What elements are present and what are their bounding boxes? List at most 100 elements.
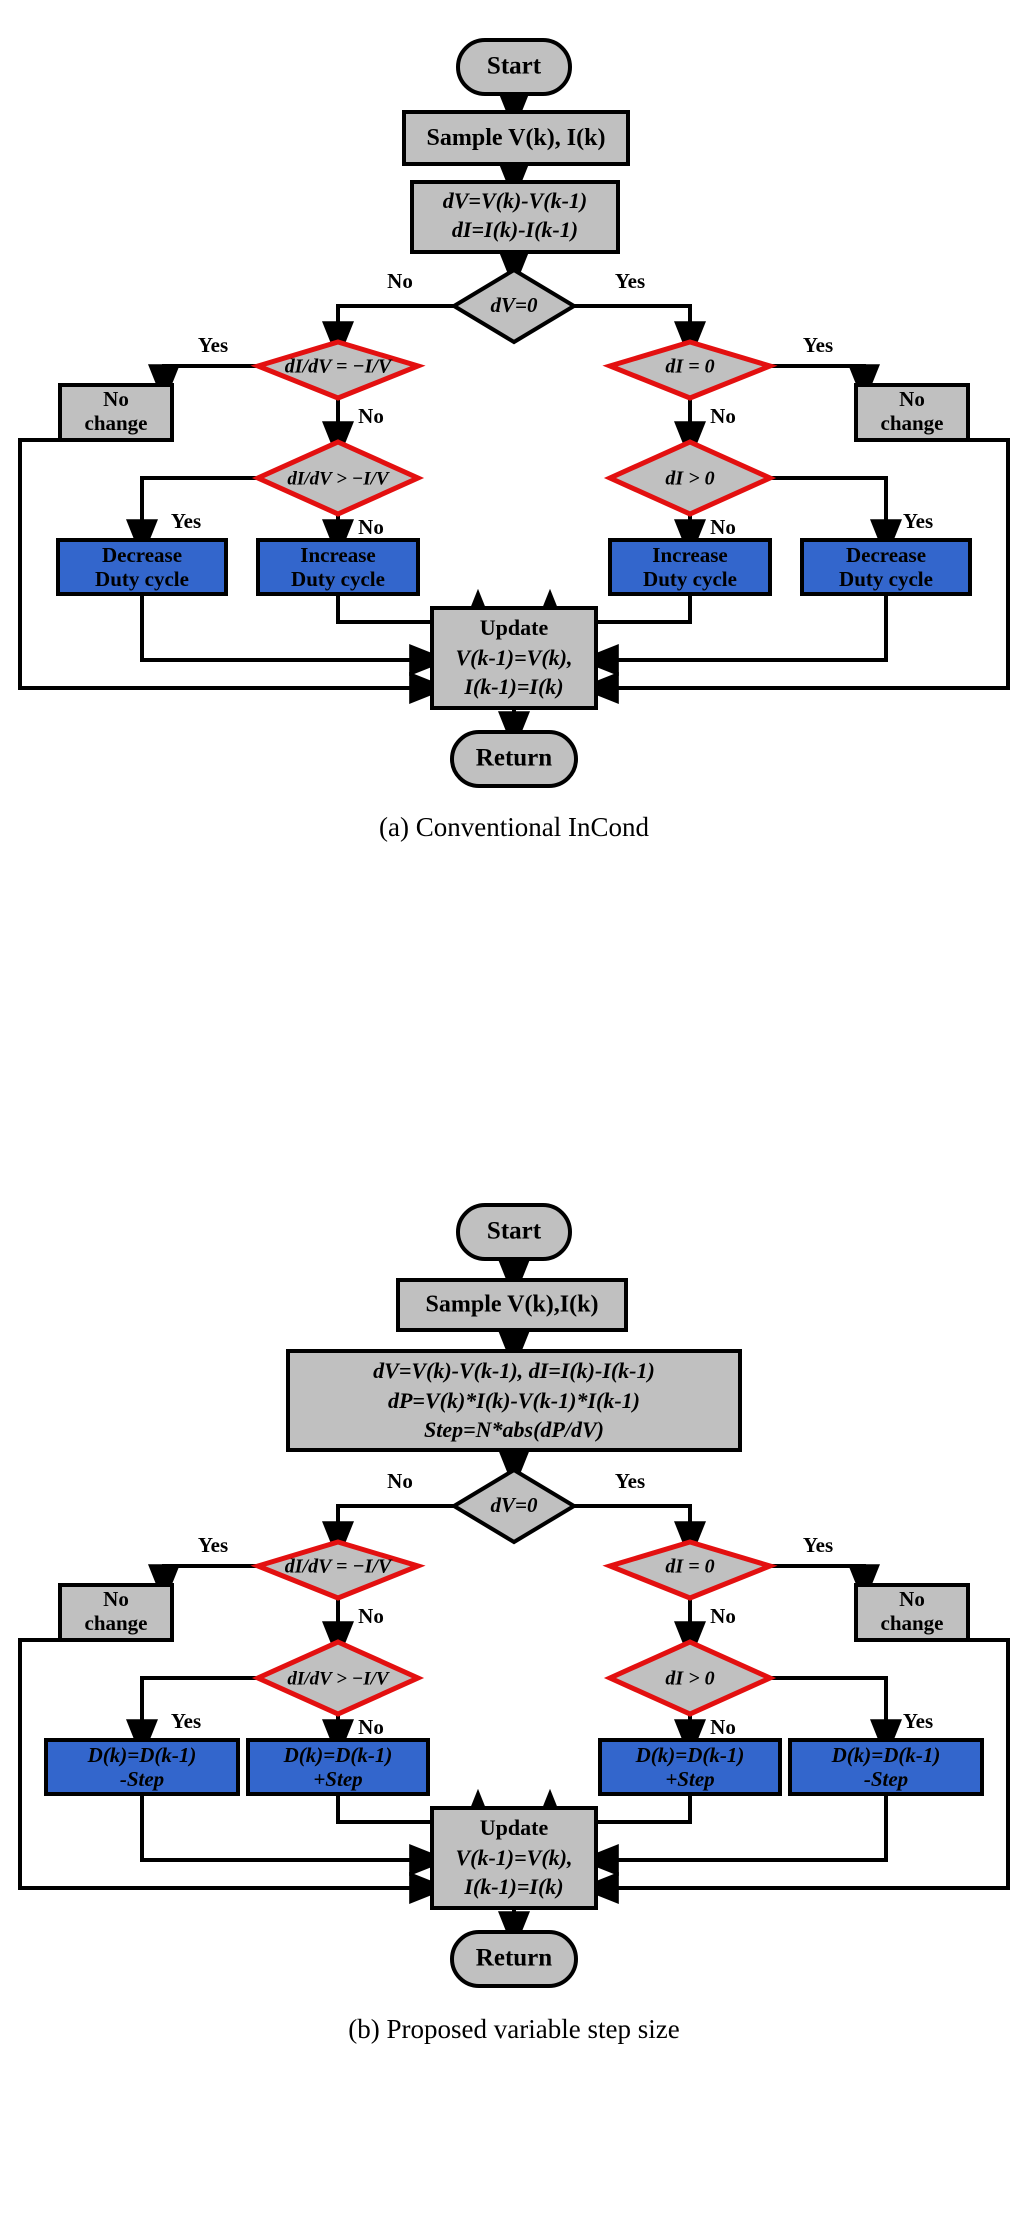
- edge-dvzero-no: [322, 1504, 454, 1562]
- node-no-change-left: No change: [58, 383, 174, 442]
- branch-label-dv-yes: Yes: [615, 1469, 645, 1493]
- node-sample-label: Sample V(k),I(k): [426, 1292, 599, 1318]
- node-no-change-right-line1: No: [899, 387, 925, 411]
- node-action-4-line1: Decrease: [846, 543, 926, 567]
- panel-b-caption: (b) Proposed variable step size: [348, 2014, 679, 2044]
- node-decision-di-gt-zero: dI > 0: [603, 1639, 777, 1717]
- node-dv-zero-label: dV=0: [491, 293, 538, 317]
- edge-dvzero-no: [322, 304, 454, 362]
- branch-label-dieq-yes: Yes: [803, 1533, 833, 1557]
- node-compute-line2: dP=V(k)*I(k)-V(k-1)*I(k-1): [388, 1388, 640, 1413]
- branch-label-didveq-yes: Yes: [198, 333, 228, 357]
- node-start: Start: [456, 1203, 572, 1261]
- node-action-3: D(k)=D(k-1) +Step: [598, 1738, 782, 1796]
- branch-label-dv-no: No: [387, 1469, 413, 1493]
- node-decision-di-gt-zero: dI > 0: [603, 439, 777, 517]
- node-update-line2: V(k-1)=V(k),: [455, 1845, 572, 1870]
- node-no-change-right-line2: change: [881, 411, 944, 435]
- branch-label-digt-no: No: [710, 1715, 736, 1739]
- edge-digt-yes: [770, 476, 902, 560]
- node-compute-line2: dI=I(k)-I(k-1): [452, 217, 578, 242]
- panel-b-proposed-variable-step-size: Start Sample V(k),I(k) dV=V(k)-V(k-1), d…: [18, 1203, 1010, 2044]
- node-return: Return: [450, 730, 578, 788]
- node-decision-didv-eq: dI/dV = −I/V: [250, 339, 426, 401]
- branch-label-didvgt-no: No: [358, 515, 384, 539]
- branch-label-digt-yes: Yes: [903, 1709, 933, 1733]
- edge-nochange-left-to-update: [18, 1638, 450, 1904]
- node-didv-gt-label: dI/dV > −I/V: [287, 468, 390, 489]
- node-action-2-line1: D(k)=D(k-1): [283, 1743, 393, 1767]
- edge-digt-yes: [770, 1676, 902, 1760]
- branch-label-didveq-no: No: [358, 1604, 384, 1628]
- branch-label-didvgt-yes: Yes: [171, 509, 201, 533]
- node-start-label: Start: [487, 1218, 542, 1245]
- node-action-3-line2: Duty cycle: [643, 567, 737, 591]
- node-compute: dV=V(k)-V(k-1), dI=I(k)-I(k-1) dP=V(k)*I…: [286, 1349, 742, 1452]
- node-action-2: Increase Duty cycle: [256, 538, 420, 596]
- node-sample: Sample V(k),I(k): [396, 1278, 628, 1332]
- edge-act1-to-update: [140, 594, 450, 676]
- branch-label-digt-no: No: [710, 515, 736, 539]
- node-action-3-line2: +Step: [665, 1767, 714, 1791]
- node-didv-gt-label: dI/dV > −I/V: [287, 1668, 390, 1689]
- node-no-change-right: No change: [854, 1583, 970, 1642]
- node-decision-di-eq-zero: dI = 0: [602, 339, 778, 401]
- node-action-2-line2: Duty cycle: [291, 567, 385, 591]
- branch-label-dieq-no: No: [710, 404, 736, 428]
- edges: [18, 91, 1010, 752]
- node-di-eq-zero-label: dI = 0: [665, 1556, 714, 1578]
- node-action-4: Decrease Duty cycle: [800, 538, 972, 596]
- node-action-1-line2: -Step: [120, 1767, 164, 1791]
- node-action-1-line1: Decrease: [102, 543, 182, 567]
- edge-dieq-yes: [770, 364, 880, 405]
- node-action-4-line2: Duty cycle: [839, 567, 933, 591]
- node-action-1: D(k)=D(k-1) -Step: [44, 1738, 240, 1796]
- node-update-line1: Update: [480, 615, 549, 640]
- branch-label-dv-yes: Yes: [615, 269, 645, 293]
- node-action-1-line1: D(k)=D(k-1): [87, 1743, 197, 1767]
- node-no-change-right: No change: [854, 383, 970, 442]
- node-return-label: Return: [476, 745, 552, 772]
- node-update-line2: V(k-1)=V(k),: [455, 645, 572, 670]
- node-start-label: Start: [487, 53, 542, 80]
- node-compute: dV=V(k)-V(k-1) dI=I(k)-I(k-1): [410, 180, 620, 254]
- node-decision-didv-gt: dI/dV > −I/V: [251, 1639, 425, 1717]
- node-no-change-right-line2: change: [881, 1611, 944, 1635]
- node-no-change-left-line1: No: [103, 387, 129, 411]
- node-action-4: D(k)=D(k-1) -Step: [788, 1738, 984, 1796]
- node-didv-eq-label: dI/dV = −I/V: [285, 1556, 393, 1578]
- node-compute-line3: Step=N*abs(dP/dV): [424, 1417, 604, 1442]
- edge-nochange-right-to-update: [578, 438, 1010, 704]
- node-compute-line1: dV=V(k)-V(k-1): [443, 188, 588, 213]
- edge-didveq-yes: [148, 1564, 258, 1605]
- node-sample: Sample V(k), I(k): [402, 110, 630, 166]
- node-action-2-line2: +Step: [313, 1767, 362, 1791]
- node-action-3: Increase Duty cycle: [608, 538, 772, 596]
- edge-nochange-left-to-update: [18, 438, 450, 704]
- branch-label-didveq-no: No: [358, 404, 384, 428]
- node-action-2-line1: Increase: [300, 543, 375, 567]
- branch-label-dieq-yes: Yes: [803, 333, 833, 357]
- node-action-2: D(k)=D(k-1) +Step: [246, 1738, 430, 1796]
- edge-act4-to-update: [578, 594, 888, 676]
- node-start: Start: [456, 38, 572, 96]
- node-no-change-left-line2: change: [85, 1611, 148, 1635]
- node-update: Update V(k-1)=V(k), I(k-1)=I(k): [430, 606, 598, 710]
- node-no-change-left-line1: No: [103, 1587, 129, 1611]
- edge-didvgt-yes: [126, 1676, 258, 1760]
- node-dv-zero-label: dV=0: [491, 1493, 538, 1517]
- node-di-gt-zero-label: dI > 0: [665, 1668, 714, 1690]
- edge-didvgt-yes: [126, 476, 258, 560]
- edge-act1-to-update: [140, 1794, 450, 1876]
- node-action-1: Decrease Duty cycle: [56, 538, 228, 596]
- branch-label-digt-yes: Yes: [903, 509, 933, 533]
- edge-dvzero-yes: [574, 1504, 706, 1562]
- node-update-line3: I(k-1)=I(k): [463, 1874, 563, 1899]
- node-compute-line1: dV=V(k)-V(k-1), dI=I(k)-I(k-1): [373, 1358, 655, 1383]
- node-action-3-line1: Increase: [652, 543, 727, 567]
- node-decision-di-eq-zero: dI = 0: [602, 1539, 778, 1601]
- panel-a-conventional-incond: Start Sample V(k), I(k) dV=V(k)-V(k-1) d…: [18, 38, 1010, 842]
- node-di-gt-zero-label: dI > 0: [665, 468, 714, 490]
- node-decision-dv-zero: dV=0: [450, 267, 578, 345]
